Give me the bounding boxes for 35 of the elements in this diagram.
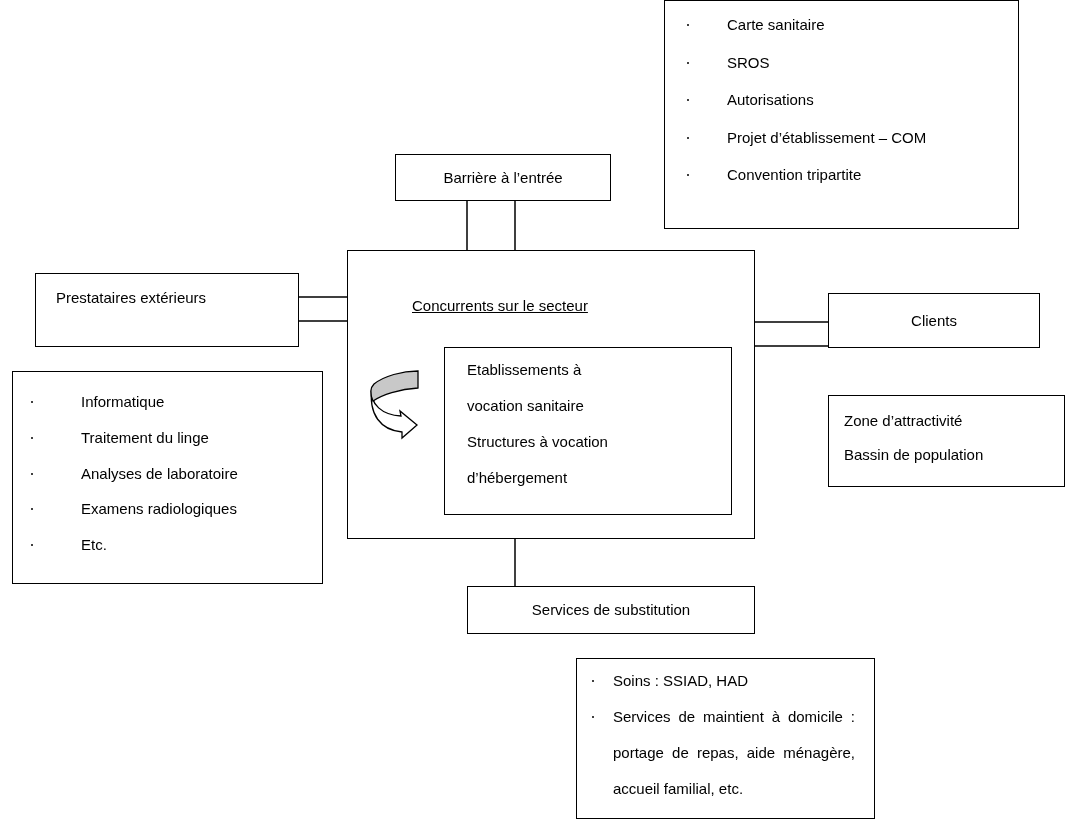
- box-label: Services de substitution: [530, 601, 692, 619]
- list-item: Autorisations: [727, 90, 814, 110]
- list-item: SROS: [727, 52, 770, 73]
- text-box: [664, 0, 1019, 229]
- text-box: [12, 371, 323, 584]
- connector-line: [754, 321, 829, 347]
- connector-line: [298, 296, 348, 322]
- text-box: [828, 395, 1065, 487]
- box-text: Bassin de population: [844, 445, 985, 465]
- text-box: [467, 586, 755, 634]
- connector-line: [514, 538, 516, 587]
- text-box: [828, 293, 1040, 348]
- box-text: Structures à vocation d’hébergement: [467, 432, 609, 488]
- connector-line: [466, 200, 516, 251]
- text-box: [35, 273, 299, 347]
- list-item: Services de maintient à domicile : portage de repas, aide ménagère, accueil familial, etc.: [613, 707, 855, 799]
- list-item: Etc.: [81, 535, 107, 556]
- list-item: Carte sanitaire: [727, 15, 825, 35]
- list-item: Analyses de laboratoire: [81, 463, 238, 484]
- box-label: Barrière à l’entrée: [442, 168, 564, 187]
- text-box: [576, 658, 875, 819]
- text-box: [395, 154, 611, 201]
- box-text: Zone d’attractivité: [844, 411, 964, 431]
- text-box: [347, 250, 755, 539]
- list-item: Informatique: [81, 392, 165, 412]
- box-text: Prestataires extérieurs: [56, 288, 208, 308]
- list-item: Convention tripartite: [727, 165, 862, 185]
- list-item: Projet d’établissement – COM: [727, 127, 927, 148]
- box-label: Clients: [910, 311, 958, 330]
- list-item: Soins : SSIAD, HAD: [613, 671, 750, 691]
- list-item: Traitement du linge: [81, 427, 209, 448]
- text-box: [444, 347, 732, 515]
- heading: Concurrents sur le secteur: [412, 296, 588, 316]
- box-text: Etablissements à vocation sanitaire: [467, 360, 585, 416]
- list-item: Examens radiologiques: [81, 499, 237, 520]
